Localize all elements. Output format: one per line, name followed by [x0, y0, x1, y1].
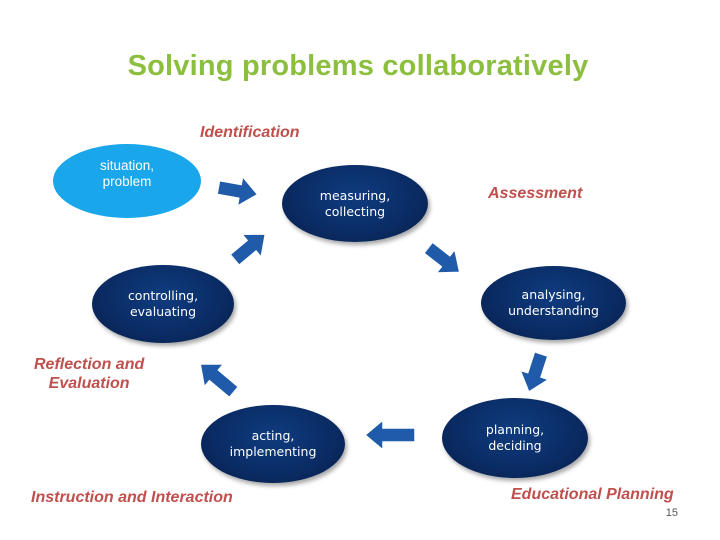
stage-reflection-evaluation: Reflection and Evaluation [34, 355, 144, 393]
node-planning-label: planning, deciding [485, 422, 545, 453]
arrow-controlling-to-measuring-icon [229, 233, 267, 267]
stage-instruction-interaction: Instruction and Interaction [31, 489, 233, 506]
node-controlling-evaluating: controlling, evaluating [92, 265, 234, 343]
arrow-measuring-to-analysing-icon [422, 241, 461, 274]
node-controlling-label: controlling, evaluating [127, 288, 199, 319]
slide-title: Solving problems collaboratively [127, 50, 589, 82]
arrow-analysing-to-planning-icon [518, 350, 551, 394]
node-acting-implementing: acting, implementing [201, 405, 345, 483]
node-acting-label: acting, implementing [229, 428, 317, 459]
stage-identification: Identification [200, 124, 300, 141]
stage-educational-planning: Educational Planning [511, 486, 674, 503]
stage-reflection-text: Reflection and Evaluation [34, 356, 145, 392]
arrow-planning-to-acting-icon [365, 420, 415, 450]
page-number: 15 [665, 507, 678, 519]
arrow-acting-to-controlling-icon [199, 363, 240, 399]
node-planning-deciding: planning, deciding [442, 398, 588, 478]
node-measuring-collecting: measuring, collecting [282, 165, 428, 242]
node-analysing-understanding: analysing, understanding [481, 266, 626, 340]
node-situation-problem: situation, problem [53, 144, 201, 218]
node-situation-label: situation, problem [99, 158, 155, 189]
node-measuring-label: measuring, collecting [319, 187, 391, 219]
stage-assessment: Assessment [488, 185, 583, 202]
arrow-situation-to-measuring-icon [216, 174, 259, 208]
node-analysing-label: analysing, understanding [508, 287, 599, 318]
